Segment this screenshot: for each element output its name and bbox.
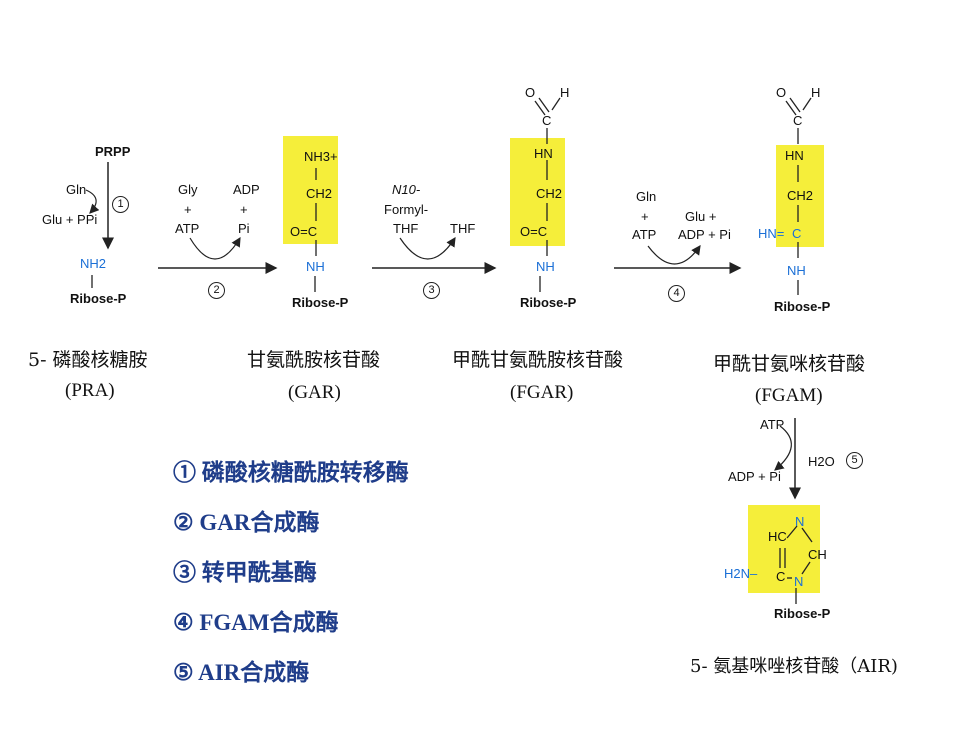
plus-2a: + [184, 202, 192, 217]
fgar-name: 甲酰甘氨酰胺核苷酸 [452, 349, 624, 371]
gly-label: Gly [178, 182, 198, 197]
fgam-h: H [811, 85, 821, 100]
glu-label-4: Glu + [685, 209, 717, 224]
fgam-o: O [776, 85, 787, 100]
step-1-badge: 1 [112, 194, 129, 213]
air-ch: CH [808, 547, 827, 562]
enzyme-1: ① 磷酸核糖酰胺转移酶 [173, 460, 409, 485]
pi-label-2: Pi [238, 221, 250, 236]
adp-pi-label-5: ADP + Pi [728, 469, 781, 484]
fgar-c: C [542, 113, 552, 128]
fgar-hn: HN [534, 146, 553, 161]
fgam-ch2: CH2 [787, 188, 814, 203]
air-ribose: Ribose-P [774, 606, 831, 621]
fgam-ribose: Ribose-P [774, 299, 831, 314]
gar-nh: NH [306, 259, 325, 274]
step-4-badge: 4 [668, 283, 685, 302]
fgar-h: H [560, 85, 570, 100]
gln-label-4: Gln [636, 189, 657, 204]
fgar-ch2: CH2 [536, 186, 563, 201]
fgar-ribose: Ribose-P [520, 295, 577, 310]
fgar-abbr: (FGAR) [510, 382, 574, 403]
h2o-label-5: H2O [808, 454, 835, 469]
fgar-highlight [510, 138, 565, 246]
gar-co: O=C [290, 224, 318, 239]
pra-abbr: (PRA) [65, 380, 115, 401]
plus-4: + [641, 209, 649, 224]
fgam-nh: NH [787, 263, 806, 278]
air-highlight [748, 505, 820, 593]
atp-label-5: ATP [760, 417, 785, 432]
n10-label: N10- [392, 182, 421, 197]
prpp-label: PRPP [95, 144, 131, 159]
fgar-o: O [525, 85, 536, 100]
enzyme-3: ③ 转甲酰基酶 [173, 560, 317, 585]
pra-nh2: NH2 [80, 256, 107, 271]
adp-pi-label-4: ADP + Pi [678, 227, 731, 242]
air-n-top: N [795, 514, 805, 529]
adp-label-2: ADP [233, 182, 260, 197]
fgam-c2: C [792, 226, 802, 241]
atp-label-4: ATP [632, 227, 657, 242]
gar-abbr: (GAR) [288, 382, 341, 403]
fgam-highlight [776, 145, 824, 247]
formyl-label: Formyl- [384, 202, 429, 217]
fgam-hn: HN [785, 148, 804, 163]
gln-label-1: Gln [66, 182, 87, 197]
air-h2n: H2N– [724, 566, 758, 581]
air-hc: HC [768, 529, 787, 544]
fgar-nh: NH [536, 259, 555, 274]
fgam-abbr: (FGAM) [755, 385, 823, 406]
step-3-badge: 3 [423, 280, 440, 299]
enzyme-2: ② GAR合成酶 [173, 510, 320, 535]
thf-label-out: THF [450, 221, 476, 236]
fgam-name: 甲酰甘氨咪核苷酸 [713, 353, 866, 375]
gar-ribose: Ribose-P [292, 295, 349, 310]
pra-ribose: Ribose-P [70, 291, 127, 306]
fgar-co: O=C [520, 224, 548, 239]
fgam-hne: HN= [758, 226, 785, 241]
enzyme-5: ⑤ AIR合成酶 [173, 660, 310, 685]
air-name: 5- 氨基咪唑核苷酸（AIR) [690, 656, 898, 677]
gar-name: 甘氨酰胺核苷酸 [247, 349, 381, 371]
glu-ppi-label: Glu + PPi [42, 212, 98, 227]
gar-nh3: NH3+ [304, 149, 338, 164]
pra-name: 5- 磷酸核糖胺 [28, 349, 148, 371]
gar-highlight [283, 136, 338, 244]
enzyme-4: ④ FGAM合成酶 [173, 610, 339, 635]
fgam-c: C [793, 113, 803, 128]
step-2-badge: 2 [208, 280, 225, 299]
step-5-badge: 5 [846, 450, 863, 469]
air-n-bottom: N [794, 574, 804, 589]
plus-2b: + [240, 202, 248, 217]
thf-label-in: THF [393, 221, 419, 236]
gar-ch2: CH2 [306, 186, 333, 201]
air-c: C [776, 569, 786, 584]
atp-label-2: ATP [175, 221, 200, 236]
